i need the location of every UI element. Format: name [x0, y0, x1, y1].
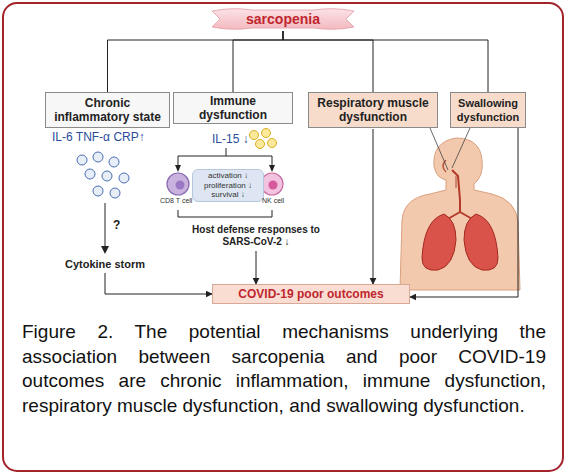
human-body-illustration: [400, 128, 520, 290]
effect-box: activation ↓proliferation ↓survival ↓: [192, 169, 264, 202]
leader-line: [178, 148, 226, 168]
il15-circles: [250, 129, 277, 149]
banner-node: sarcopenia: [212, 7, 354, 31]
node-text: sarcopenia: [246, 12, 320, 26]
marker-text: IL-15 ↓: [212, 132, 249, 146]
connector: [410, 128, 518, 297]
cell-nucleus: [269, 181, 278, 190]
connector: [233, 31, 283, 92]
process-box: Immune dysfunction: [173, 92, 293, 124]
connector: [256, 251, 257, 284]
process-box: Swallowing dysfunction: [450, 92, 526, 128]
node-text: COVID-19 poor outcomes: [238, 287, 383, 301]
leader-arrow: [105, 203, 106, 250]
connector: [283, 31, 488, 92]
connector: [108, 31, 284, 92]
cd8-cell-icon: [167, 173, 189, 195]
marker-text: IL-6 TNF-α CRP↑: [52, 130, 145, 144]
cell-label: NK cell: [262, 197, 284, 204]
node-text: Immune dysfunction: [177, 94, 289, 122]
outcome-text-node: Cytokine storm: [52, 256, 158, 272]
merge-line: [178, 210, 272, 217]
connector: [373, 129, 374, 284]
node-text: Respiratory muscle dysfunction: [312, 96, 434, 124]
figure-caption: Figure 2. The potential mechanisms under…: [22, 320, 546, 418]
node-text: Host defense responses to SARS-CoV-2 ↓: [189, 224, 323, 248]
nk-cell-icon: [261, 173, 283, 195]
cytokine-circles: [77, 152, 129, 198]
outcome-text-node: Host defense responses to SARS-CoV-2 ↓: [186, 222, 326, 250]
node-text: Swallowing dysfunction: [454, 96, 522, 124]
process-box: Chronic inflammatory state: [45, 92, 170, 128]
node-text: activation ↓: [208, 171, 248, 181]
cell-label: CD8 T cell: [160, 197, 192, 204]
outcome-box: COVID-19 poor outcomes: [212, 284, 410, 304]
process-box: Respiratory muscle dysfunction: [308, 92, 438, 128]
arrow-head: [175, 165, 181, 172]
connector: [105, 273, 212, 294]
node-text: survival ↓: [211, 190, 244, 200]
cell-nucleus: [176, 181, 185, 190]
node-text: proliferation ↓: [204, 181, 252, 191]
question-mark: ?: [113, 218, 120, 232]
node-text: Chronic inflammatory state: [49, 96, 166, 124]
leader-line: [226, 156, 272, 168]
figure-border: [3, 3, 563, 471]
node-text: Cytokine storm: [65, 257, 145, 271]
arrow-head: [269, 165, 275, 172]
arrow-head: [101, 246, 109, 254]
